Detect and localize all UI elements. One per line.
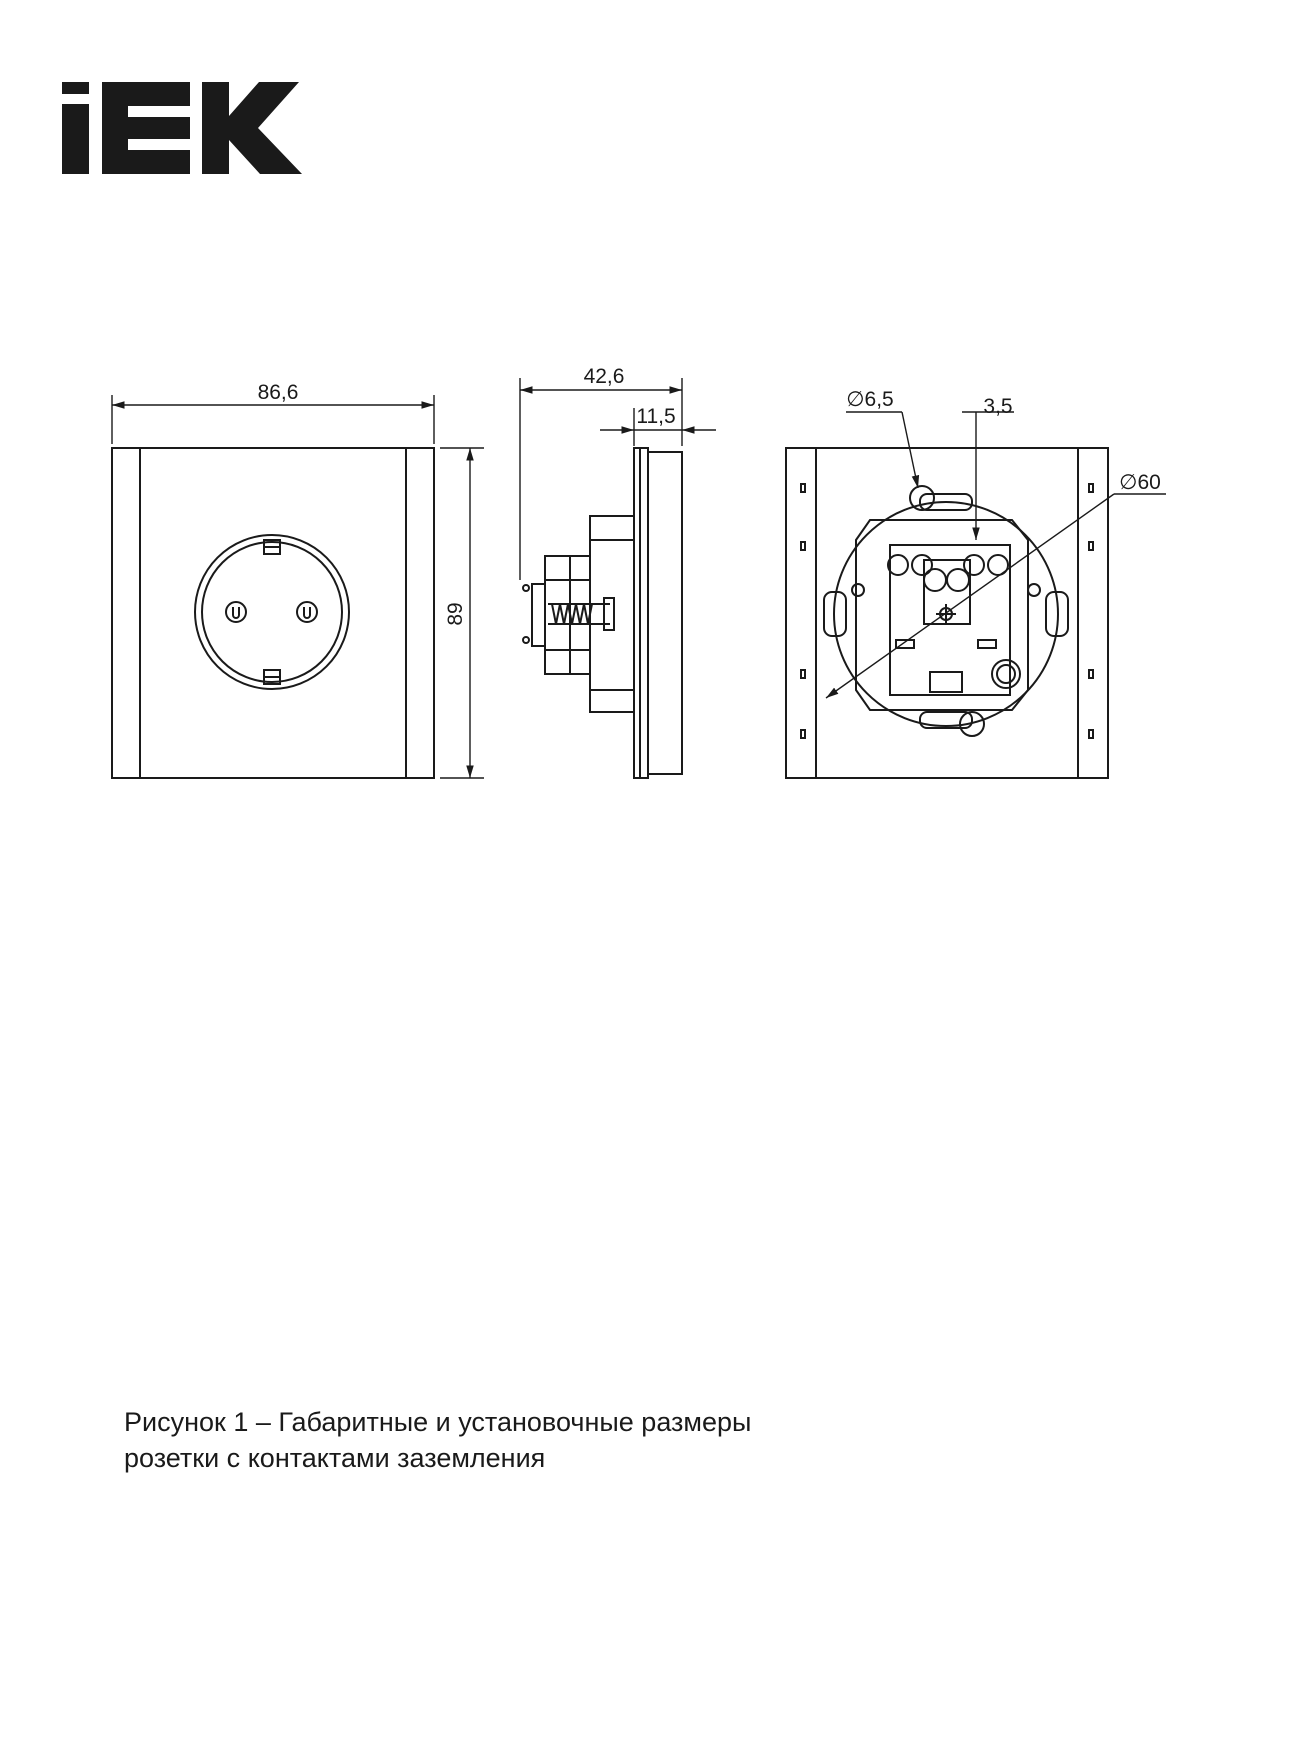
figure-caption: Рисунок 1 – Габаритные и установочные ра… — [124, 1404, 1024, 1476]
front-width-label: 86,6 — [258, 381, 299, 404]
front-view — [111, 447, 435, 779]
front-height-label: 89 — [444, 602, 467, 625]
mount-diameter-label: ∅60 — [1119, 471, 1161, 494]
iek-logo — [62, 82, 302, 174]
offset-label: 3,5 — [983, 395, 1012, 418]
back-view — [785, 447, 1109, 779]
dimension-drawing: 86,6 89 42,6 11,5 — [111, 365, 1166, 779]
caption-line-1: Рисунок 1 – Габаритные и установочные ра… — [124, 1407, 752, 1437]
hole-diameter-label: ∅6,5 — [846, 388, 894, 411]
side-frame-label: 11,5 — [636, 405, 675, 428]
side-depth-label: 42,6 — [584, 365, 625, 388]
side-view — [522, 447, 683, 779]
caption-line-2: розетки с контактами заземления — [124, 1443, 546, 1473]
